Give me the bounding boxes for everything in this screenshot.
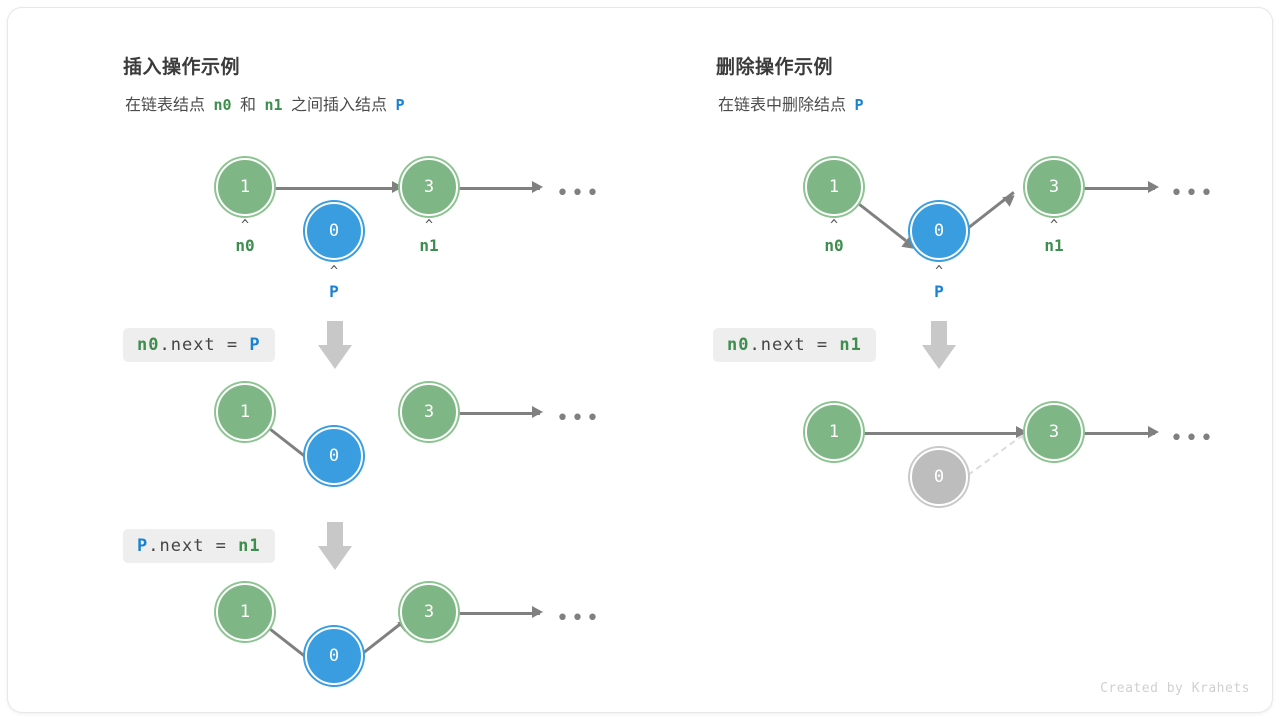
ellipsis-row2: ••• — [556, 406, 601, 431]
subtitle-part-2: 和 — [239, 97, 256, 114]
node-n1-row1: 3 — [400, 158, 458, 216]
pointer-label-n0: n0 — [235, 236, 255, 255]
node-n0-row1: 1 — [805, 158, 863, 216]
subtitle-part-1: 在链表结点 — [125, 97, 206, 114]
arrowhead-tail-row2 — [532, 406, 543, 418]
edge-dashed-deleted-to-n1 — [967, 434, 1024, 476]
chip-token-1: P — [137, 536, 149, 556]
subtitle-part-3: 之间插入结点 — [290, 97, 387, 114]
subtitle-token-p: P — [395, 96, 405, 114]
subtitle-token-n1: n1 — [264, 96, 283, 114]
node-p-row1: 0 — [305, 202, 363, 260]
edge-n1-to-tail-row2 — [1083, 432, 1155, 435]
pointer-label-n1: n1 — [419, 236, 439, 255]
pointer-n0-row1: ^ n0 — [804, 218, 864, 256]
chip-middle: .next = — [749, 335, 840, 355]
caret-icon: ^ — [425, 218, 433, 233]
node-n0-row1: 1 — [216, 158, 274, 216]
pointer-label-p: P — [329, 282, 339, 301]
node-p-row2: 0 — [305, 427, 363, 485]
node-n1-row2: 3 — [400, 383, 458, 441]
chip-token-2: n1 — [839, 335, 862, 355]
node-p-row1: 0 — [910, 202, 968, 260]
arrowhead-tail-row3 — [532, 606, 543, 618]
chip-token-1: n0 — [727, 335, 750, 355]
code-chip-step2-insert: P.next = n1 — [123, 529, 275, 563]
subtitle-token-p: P — [854, 96, 864, 114]
caret-icon: ^ — [935, 264, 943, 279]
node-n0-row2: 1 — [216, 383, 274, 441]
pointer-p-row1: ^ P — [909, 264, 969, 302]
credit-text: Created by Krahets — [1100, 681, 1250, 696]
node-n0-row3: 1 — [216, 583, 274, 641]
code-chip-step1-delete: n0.next = n1 — [713, 328, 876, 362]
caret-icon: ^ — [830, 218, 838, 233]
panel-insert-operation: 插入操作示例 在链表结点 n0 和 n1 之间插入结点 P 1 3 ••• 0 … — [8, 8, 640, 712]
chip-token-1: n0 — [137, 335, 160, 355]
subtitle-token-n0: n0 — [213, 96, 232, 114]
pointer-label-p: P — [934, 282, 944, 301]
arrowhead-n0-to-n1-row1 — [392, 181, 403, 193]
arrow-head — [318, 345, 352, 369]
ellipsis-row1: ••• — [1170, 181, 1215, 206]
pointer-n1-row1: ^ n1 — [399, 218, 459, 256]
caret-icon: ^ — [330, 264, 338, 279]
edge-n1-to-tail-row1 — [458, 187, 540, 190]
code-chip-step1-insert: n0.next = P — [123, 328, 275, 362]
chip-token-2: n1 — [238, 536, 261, 556]
node-deleted-p-row2: 0 — [910, 448, 968, 506]
node-p-row3: 0 — [305, 627, 363, 685]
ellipsis-row3: ••• — [556, 606, 601, 631]
arrowhead-tail-row1 — [1148, 181, 1159, 193]
edge-n0-to-n1-row2 — [863, 432, 1023, 435]
arrowhead-tail-row1 — [532, 181, 543, 193]
ellipsis-row1: ••• — [556, 181, 601, 206]
down-arrow-icon-step2-insert — [318, 522, 352, 572]
arrow-head — [922, 345, 956, 369]
arrow-stem — [327, 522, 343, 548]
panel-delete-subtitle: 在链表中删除结点 P — [718, 91, 868, 115]
arrowhead-n0-to-n1-row2 — [1016, 426, 1027, 438]
edge-n1-to-tail-row2 — [458, 412, 540, 415]
panel-insert-title: 插入操作示例 — [123, 57, 241, 78]
diagram-card: 插入操作示例 在链表结点 n0 和 n1 之间插入结点 P 1 3 ••• 0 … — [8, 8, 1272, 712]
pointer-n1-row1: ^ n1 — [1024, 218, 1084, 256]
ellipsis-row2: ••• — [1170, 426, 1215, 451]
panel-insert-subtitle: 在链表结点 n0 和 n1 之间插入结点 P — [125, 91, 408, 115]
edge-n1-to-tail-row3 — [458, 612, 540, 615]
subtitle-part-1: 在链表中删除结点 — [718, 97, 847, 114]
pointer-label-n1: n1 — [1044, 236, 1064, 255]
pointer-label-n0: n0 — [824, 236, 844, 255]
down-arrow-icon-step1-delete — [922, 321, 956, 371]
arrow-stem — [931, 321, 947, 347]
edge-n1-to-tail-row1 — [1083, 187, 1155, 190]
node-n1-row1: 3 — [1025, 158, 1083, 216]
pointer-n0-row1: ^ n0 — [215, 218, 275, 256]
pointer-p-row1: ^ P — [304, 264, 364, 302]
panel-delete-operation: 删除操作示例 在链表中删除结点 P 1 0 3 ••• ^ n0 ^ P ^ n… — [640, 8, 1272, 712]
node-n0-row2: 1 — [805, 403, 863, 461]
chip-middle: .next = — [148, 536, 239, 556]
arrow-head — [318, 546, 352, 570]
edge-n0-to-n1-row1 — [274, 187, 402, 190]
chip-middle: .next = — [159, 335, 250, 355]
node-n1-row3: 3 — [400, 583, 458, 641]
caret-icon: ^ — [1050, 218, 1058, 233]
node-n1-row2: 3 — [1025, 403, 1083, 461]
chip-token-2: P — [249, 335, 261, 355]
caret-icon: ^ — [241, 218, 249, 233]
arrowhead-tail-row2 — [1148, 426, 1159, 438]
panel-delete-title: 删除操作示例 — [716, 57, 834, 78]
down-arrow-icon-step1-insert — [318, 321, 352, 371]
arrowhead-p-to-n1-row1 — [1002, 190, 1019, 207]
arrow-stem — [327, 321, 343, 347]
